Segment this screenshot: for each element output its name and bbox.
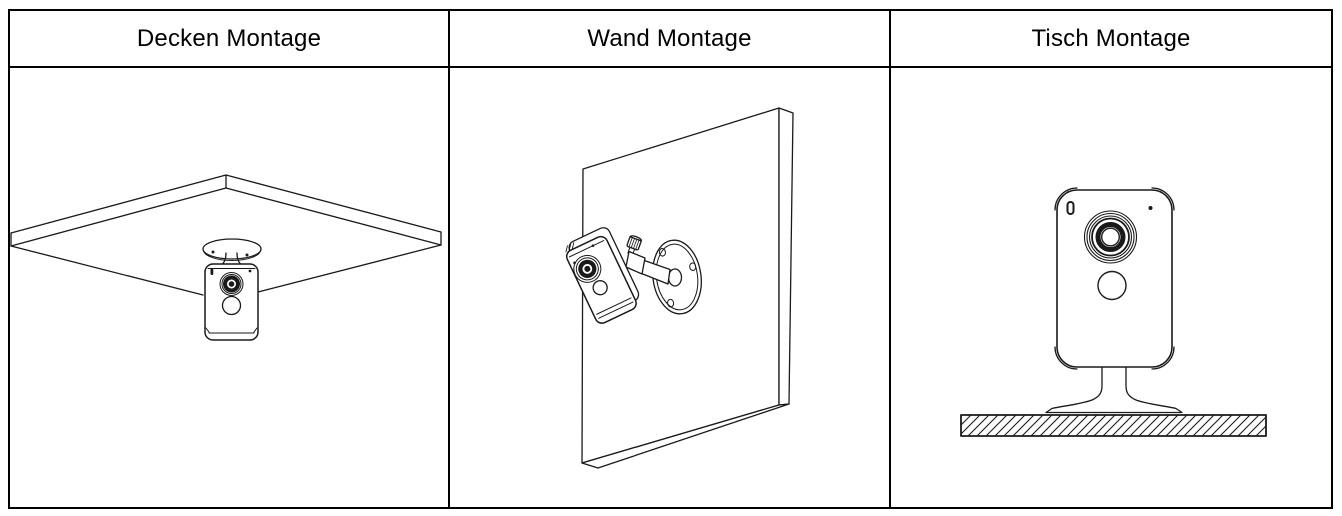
cube-camera-tilted (565, 227, 640, 324)
indicator-led (1148, 206, 1153, 210)
plate-screw-hole (667, 298, 675, 308)
column-title: Tisch Montage (1031, 24, 1191, 52)
header-cell-decken-montage: Decken Montage (10, 11, 450, 68)
cell-ceiling-mount (10, 68, 450, 507)
cube-camera-front (1054, 187, 1175, 370)
camera-lens (573, 254, 602, 283)
header-cell-tisch-montage: Tisch Montage (891, 11, 1331, 68)
ceiling-mount-illustration (10, 174, 442, 341)
camera-lens (219, 272, 244, 296)
column-title: Decken Montage (136, 24, 322, 52)
camera-stand (1045, 367, 1183, 414)
mic-slot (210, 268, 214, 275)
joint-cone (625, 250, 646, 275)
camera-lens (1083, 210, 1138, 264)
pir-sensor (592, 280, 608, 296)
thumbscrew (626, 235, 643, 256)
mic-slot (1066, 201, 1075, 215)
cell-table-mount (891, 68, 1331, 507)
plate-hub (667, 268, 683, 287)
base-screw (211, 250, 215, 254)
base-screw (245, 253, 249, 257)
cell-wall-mount (450, 68, 891, 507)
pir-sensor (221, 295, 242, 316)
plate-screw-hole (689, 262, 697, 271)
header-cell-wand-montage: Wand Montage (450, 11, 891, 68)
cube-edge-arcs (1054, 187, 1175, 370)
pir-sensor (1097, 270, 1127, 301)
indicator-led (248, 269, 252, 273)
cube-camera (204, 263, 259, 341)
mounting-options-table: Decken Montage Wand Montage Tisch Montag… (8, 9, 1333, 509)
table-surface (960, 414, 1267, 437)
plate-screw-hole (658, 248, 666, 257)
table-mount-illustration (960, 187, 1267, 437)
wall-mount-illustration (565, 107, 794, 469)
indicator-led (591, 244, 595, 248)
ceiling-panel (10, 174, 442, 296)
ceiling-mount-base (202, 238, 262, 265)
column-title: Wand Montage (587, 24, 752, 52)
